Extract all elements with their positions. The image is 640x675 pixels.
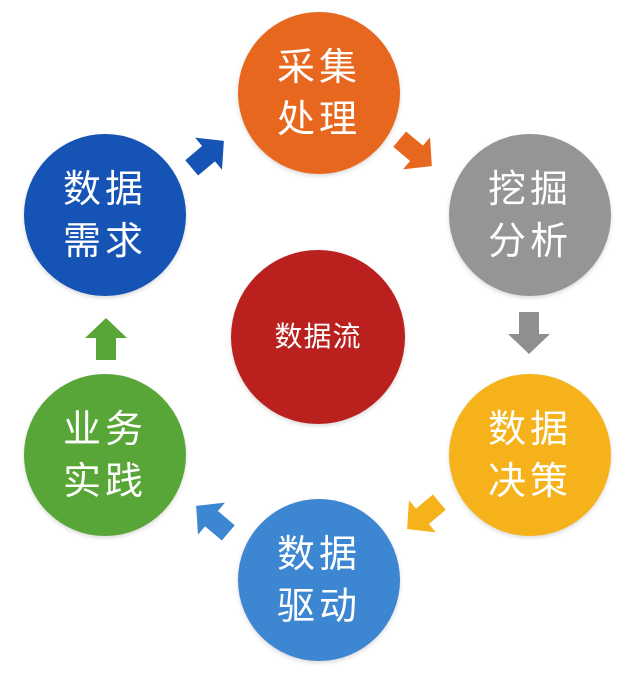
node-data-demand: 数据 需求	[24, 134, 186, 296]
arrow-collect-to-mine-icon	[386, 123, 446, 183]
node-label-line2: 实践	[62, 459, 147, 503]
node-collect-process: 采集 处理	[238, 12, 400, 174]
node-data-driven: 数据 驱动	[238, 499, 400, 661]
node-label-line1: 数据	[62, 167, 147, 211]
arrow-practice-to-demand-icon	[85, 318, 127, 360]
node-data-decision: 数据 决策	[449, 374, 611, 536]
node-label-line1: 数据	[487, 407, 572, 451]
node-business-practice: 业务 实践	[24, 374, 186, 536]
node-label-line1: 业务	[62, 407, 147, 451]
node-data-flow-center: 数据流	[231, 250, 405, 424]
node-label-line1: 采集	[276, 45, 361, 89]
node-label-line2: 处理	[276, 97, 361, 141]
node-label-line2: 分析	[487, 219, 572, 263]
node-label-line2: 决策	[487, 459, 572, 503]
arrow-mine-to-decide-icon	[508, 312, 550, 354]
node-label-line2: 需求	[62, 219, 147, 263]
node-label-line1: 挖掘	[487, 167, 572, 211]
node-mining-analysis: 挖掘 分析	[449, 134, 611, 296]
arrow-drive-to-practice-icon	[182, 489, 242, 549]
node-label-line2: 驱动	[276, 584, 361, 628]
arrow-decide-to-drive-icon	[393, 486, 453, 546]
center-label: 数据流	[274, 320, 362, 353]
arrow-demand-to-collect-icon	[178, 124, 238, 184]
node-label-line1: 数据	[276, 532, 361, 576]
